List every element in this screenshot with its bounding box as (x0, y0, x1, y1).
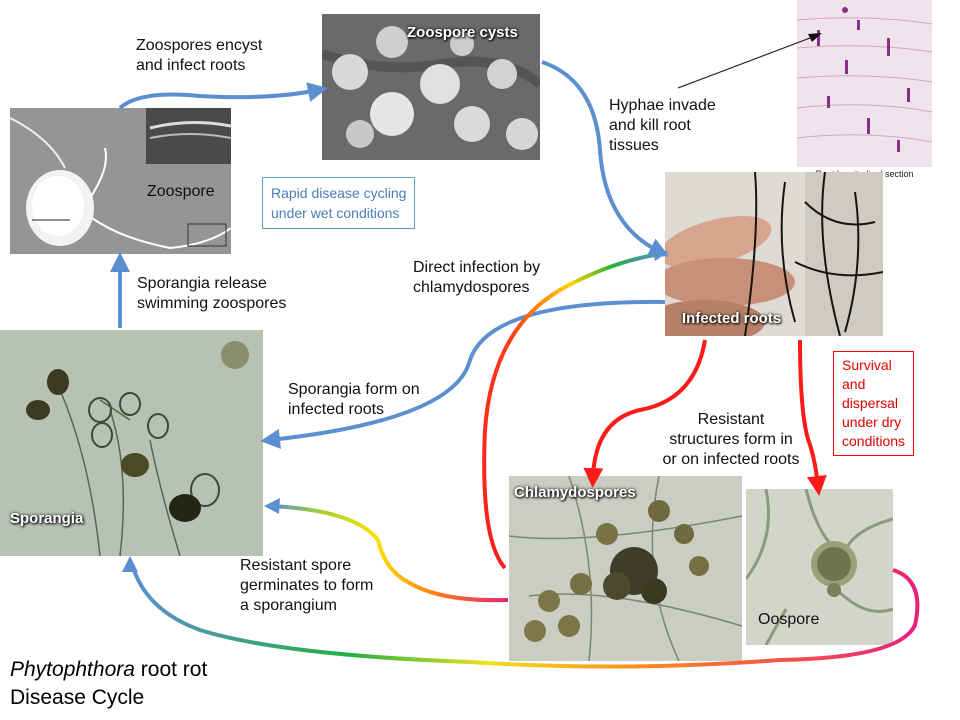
oospore-image (746, 489, 893, 645)
chlamydospores-caption: Chlamydospores (514, 484, 636, 501)
sporangia-image (0, 330, 263, 556)
arrow-roots-to-sporangia (260, 299, 666, 449)
arrow-oospore-to-sporangia (130, 563, 920, 669)
arrow-cysts-to-roots (541, 60, 669, 257)
sporangia-photo: Sporangia (0, 330, 263, 556)
zoospore-caption: Zoospore (147, 183, 215, 200)
oospore-caption: Oospore (758, 611, 820, 628)
chlamydospores-photo: Chlamydospores (509, 476, 742, 661)
infected-roots-caption: Infected roots (682, 310, 782, 327)
pointer-line (677, 34, 819, 89)
zoospore-cysts-caption: Zoospore cysts (407, 24, 518, 41)
pointer-arrowhead (808, 33, 822, 42)
label-encyst: Zoospores encyst and infect roots (136, 37, 263, 74)
title-line2: Disease Cycle (10, 686, 145, 709)
zoospore-photo: Zoospore (10, 108, 231, 254)
chlamydospores-image (509, 476, 742, 661)
sporangia-caption: Sporangia (10, 510, 84, 527)
wet-conditions-box: Rapid disease cycling under wet conditio… (262, 177, 416, 229)
arrow-oospore-head (122, 556, 138, 572)
arrow-roots-to-chlamydospores (583, 339, 707, 488)
arrow-roots-to-oospore (798, 339, 827, 496)
dry-conditions-box: Survival and dispersal under dry conditi… (833, 351, 915, 456)
arrow-zoospore-to-cysts (118, 82, 328, 110)
label-hyphae: Hyphae invade and kill root tissues (609, 97, 716, 154)
infected-roots-image (665, 172, 883, 336)
diagram-title: Phytophthora root rot Disease Cycle (10, 656, 207, 712)
oospore-photo: Oospore (746, 489, 893, 645)
label-direct-infection: Direct infection by chlamydospores (413, 259, 541, 296)
label-germinates: Resistant spore germinates to form a spo… (240, 557, 374, 614)
zoospore-cysts-photo: Zoospore cysts (322, 14, 540, 160)
arrow-germinate-head (264, 498, 280, 514)
zoospore-image (10, 108, 231, 254)
arrow-germinate-to-sporangia (269, 504, 509, 603)
label-sporangia-release: Sporangia release swimming zoospores (137, 275, 287, 312)
label-sporangia-form: Sporangia form on infected roots (288, 381, 420, 418)
arrow-direct-infection (482, 252, 661, 570)
label-resistant-structures: Resistant structures form in or on infec… (662, 411, 800, 468)
root-section-image (797, 0, 932, 181)
title-line1: Phytophthora root rot (10, 658, 208, 681)
infected-roots-photo: Infected roots (665, 172, 883, 336)
zoospore-cysts-image (322, 14, 540, 160)
arrow-direct-infection-head (652, 246, 668, 261)
